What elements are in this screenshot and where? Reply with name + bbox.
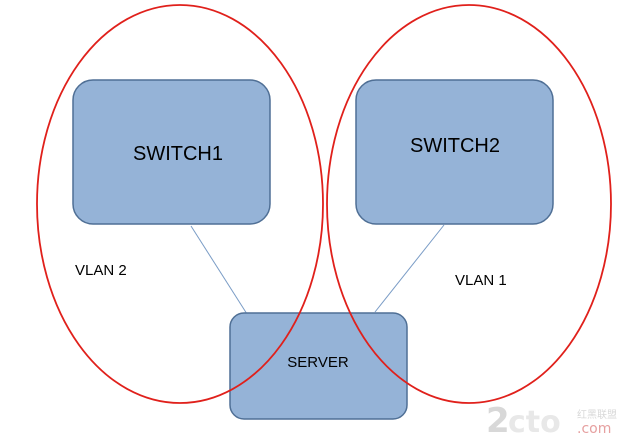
vlan-left-label: VLAN 2 <box>75 262 127 279</box>
switch2-label: SWITCH2 <box>410 135 500 157</box>
watermark-digit: 2 <box>486 401 510 441</box>
vlan-left-ellipse <box>36 4 324 404</box>
switch1-box <box>72 79 271 225</box>
vlan-right-ellipse <box>326 4 612 404</box>
watermark-suffix: .com <box>577 421 611 437</box>
server-label: SERVER <box>287 354 349 371</box>
watermark-cjk: 红黑联盟 <box>577 408 617 421</box>
watermark-main: cto <box>508 405 561 440</box>
server-box <box>229 312 408 420</box>
switch2-box <box>355 79 554 225</box>
link-switch2-server <box>374 224 445 313</box>
switch1-label: SWITCH1 <box>133 143 223 165</box>
watermark: 2 cto 红黑联盟 .com <box>486 401 617 441</box>
vlan-right-label: VLAN 1 <box>455 272 507 289</box>
link-switch1-server <box>190 225 248 315</box>
